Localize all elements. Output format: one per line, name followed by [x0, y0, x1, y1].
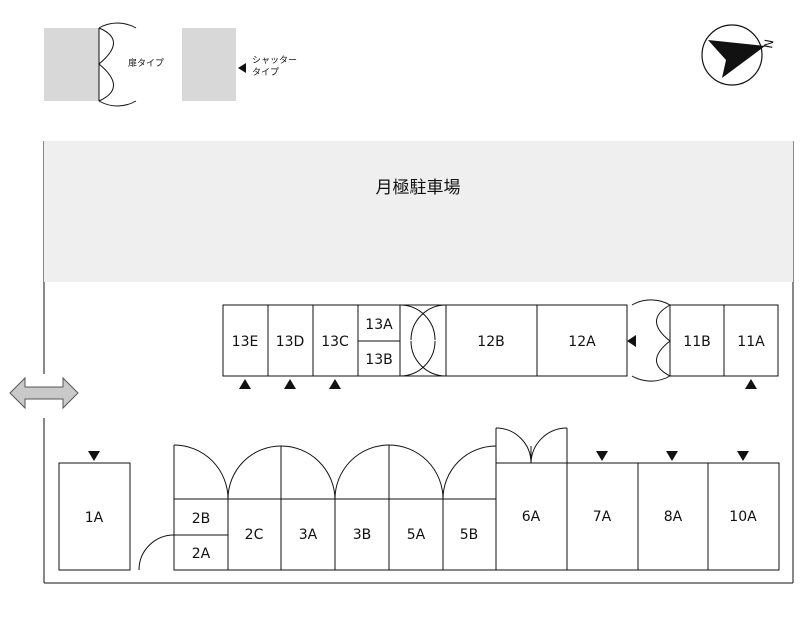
unit-labels: 13E 13D 13C 13A 13B 12B 12A 11B 11A 1A 2…: [85, 317, 765, 562]
unit-8A: [637, 462, 709, 571]
door-swing-11B-icon: [631, 299, 671, 382]
label-10A: 10A: [729, 509, 757, 525]
unit-13C: [312, 304, 359, 377]
shutter-arrow-13C-icon: [329, 379, 341, 389]
shutter-arrow-7A-icon: [596, 451, 608, 461]
label-8A: 8A: [664, 509, 683, 525]
unit-5B: [442, 498, 497, 571]
label-11A: 11A: [737, 334, 765, 350]
shutter-arrows-bottom: [88, 451, 749, 461]
unit-1A: [58, 462, 131, 571]
shutter-type-swatch: [182, 28, 236, 101]
bottom-building-row: [58, 462, 780, 571]
label-7A: 7A: [593, 509, 612, 525]
label-12B: 12B: [477, 334, 504, 350]
label-13D: 13D: [276, 334, 305, 350]
unit-7A: [566, 462, 639, 571]
unit-3B: [334, 498, 390, 571]
monthly-parking-area: [44, 141, 793, 282]
shutter-arrows-top: [239, 379, 757, 389]
label-12A: 12A: [568, 334, 596, 350]
unit-13E: [222, 304, 269, 377]
label-2C: 2C: [245, 527, 264, 543]
unit-12B: [445, 304, 538, 377]
label-6A: 6A: [522, 509, 541, 525]
label-13B: 13B: [365, 352, 392, 368]
compass: N: [701, 24, 777, 86]
unit-10A: [707, 462, 780, 571]
aisle-13: [399, 304, 447, 377]
unit-6A: [495, 462, 568, 571]
parking-label: 月極駐車場: [376, 178, 461, 198]
unit-13B: [357, 340, 401, 377]
unit-3A: [280, 498, 336, 571]
unit-5A: [388, 498, 444, 571]
top-building-row: [222, 304, 779, 377]
label-13E: 13E: [232, 334, 259, 350]
shutter-arrow-icon: [238, 63, 246, 73]
label-2B: 2B: [192, 511, 211, 527]
label-1A: 1A: [85, 510, 104, 526]
unit-2A: [173, 534, 229, 571]
entrance-double-arrow-icon: [9, 376, 79, 410]
label-13A: 13A: [365, 317, 393, 333]
shutter-arrow-10A-icon: [737, 451, 749, 461]
shutter-type-label-2: タイプ: [252, 67, 279, 78]
door-type-label: 扉タイプ: [128, 57, 164, 69]
double-door-swing-icon: [399, 304, 447, 377]
compass-needle-icon: [708, 40, 765, 78]
unit-12A: [536, 304, 628, 377]
shutter-arrow-13E-icon: [239, 379, 251, 389]
unit-2B: [173, 498, 229, 536]
label-13C: 13C: [321, 334, 349, 350]
door-type-swatch: [44, 28, 99, 101]
label-2A: 2A: [192, 546, 211, 562]
shutter-arrow-1A-icon: [88, 451, 100, 461]
unit-13D: [267, 304, 314, 377]
door-swings-bottom: [138, 427, 568, 571]
north-label: N: [761, 38, 776, 49]
door-swing-icon: [98, 22, 137, 107]
shutter-arrow-13D-icon: [284, 379, 296, 389]
legend: 扉タイプ シャッター タイプ: [44, 22, 297, 107]
label-5B: 5B: [460, 527, 479, 543]
unit-2C: [227, 498, 282, 571]
unit-13A: [357, 304, 401, 342]
unit-11B: [669, 304, 725, 377]
shutter-arrow-11A-icon: [745, 379, 757, 389]
shutter-type-label-1: シャッター: [252, 55, 297, 66]
shutter-arrow-12A-icon: [627, 335, 636, 347]
label-11B: 11B: [683, 334, 710, 350]
shutter-arrow-8A-icon: [666, 451, 678, 461]
label-3B: 3B: [353, 527, 372, 543]
unit-11A: [723, 304, 779, 377]
label-5A: 5A: [407, 527, 426, 543]
label-3A: 3A: [299, 527, 318, 543]
